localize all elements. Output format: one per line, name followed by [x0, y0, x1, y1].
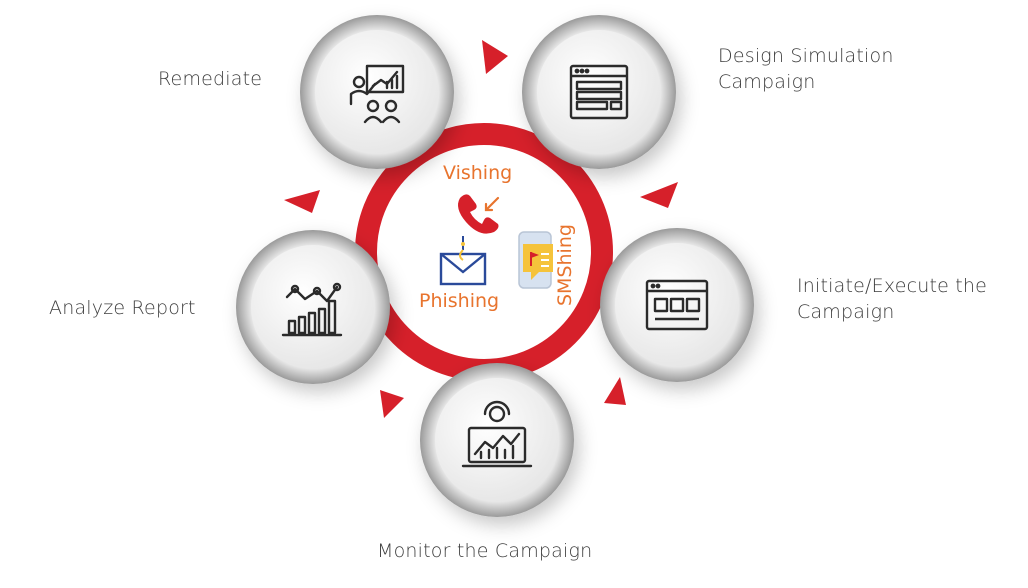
step-label-initiate: Initiate/Execute the Campaign — [797, 273, 987, 325]
cycle-arrows — [284, 40, 678, 418]
step-initiate — [600, 228, 754, 382]
step-label-remediate-line: Remediate — [158, 68, 263, 90]
step-label-remediate: Remediate — [158, 66, 262, 92]
step-label-monitor-line: Monitor the Campaign — [377, 540, 593, 562]
step-monitor — [420, 363, 574, 517]
arrow-top-icon — [482, 40, 508, 74]
center-label-vishing: Vishing — [443, 162, 513, 184]
step-label-initiate-line-1: Initiate/Execute the — [797, 275, 988, 297]
step-analyze — [236, 230, 390, 384]
presentation-icon — [349, 64, 405, 124]
step-label-monitor: Monitor the Campaign — [377, 538, 592, 564]
laptop-analytics-icon — [461, 400, 533, 468]
email-hook-icon — [439, 236, 487, 286]
browser-window-icon — [645, 279, 709, 331]
phone-incoming-icon — [458, 194, 500, 234]
center-label-phishing: Phishing — [419, 290, 500, 312]
arrow-bottom-left-icon — [380, 390, 404, 418]
mobile-sms-icon — [518, 231, 553, 289]
step-label-initiate-line-2: Campaign — [797, 301, 895, 323]
step-label-analyze-line: Analyze Report — [49, 297, 196, 319]
bar-chart-icon — [281, 282, 343, 337]
step-label-design: Design Simulation Campaign — [718, 43, 894, 95]
step-remediate — [300, 15, 454, 169]
center-label-smshing: SMShing — [554, 224, 576, 306]
webpage-layout-icon — [569, 64, 629, 120]
arrow-right-upper-icon — [640, 182, 678, 208]
step-design — [522, 15, 676, 169]
step-label-design-line-1: Design Simulation — [718, 45, 894, 67]
arrow-left-icon — [284, 190, 320, 213]
arrow-right-lower-icon — [604, 377, 626, 405]
step-label-design-line-2: Campaign — [718, 71, 816, 93]
step-label-analyze: Analyze Report — [49, 295, 196, 321]
